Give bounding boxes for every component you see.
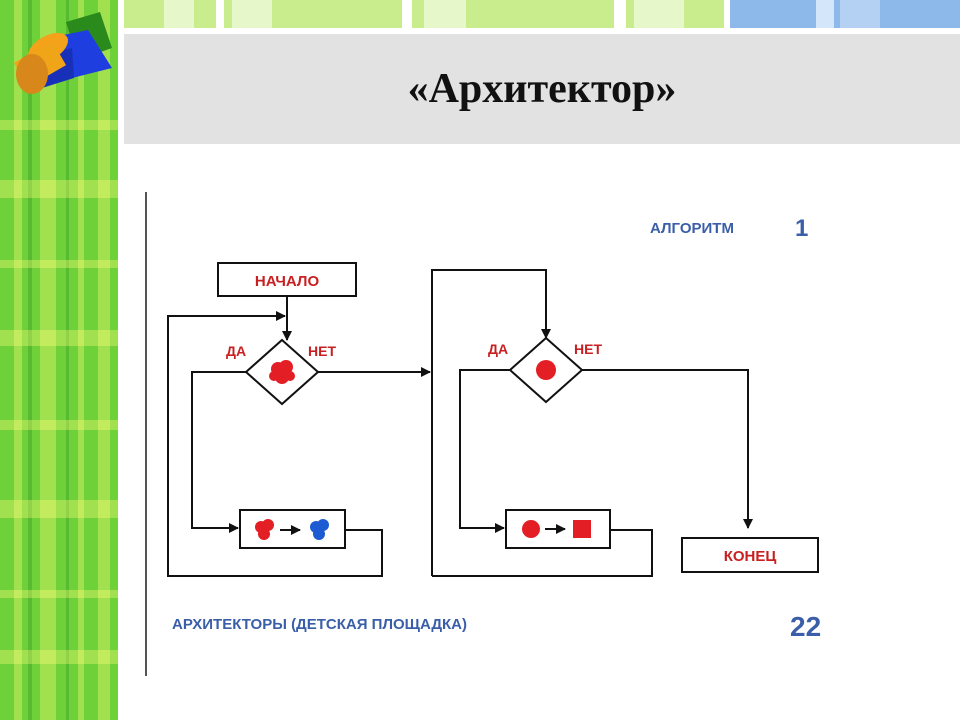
square-shape-red-icon: [573, 520, 591, 538]
decision-2-yes-arrow: [459, 369, 510, 533]
circle-shape-red-icon: [536, 360, 556, 380]
decision-2-no-arrow: [582, 369, 753, 529]
end-block: [681, 537, 819, 573]
start-block: [217, 262, 357, 297]
decision-1-yes-label: ДА: [226, 343, 246, 359]
decision-2-entry-arrow: [431, 269, 551, 576]
blob-shape-red-icon: [255, 519, 274, 540]
decision-2-yes-label: ДА: [488, 341, 508, 357]
shapes-logo-icon: [13, 12, 112, 94]
diagram-caption: АРХИТЕКТОРЫ (ДЕТСКАЯ ПЛОЩАДКА): [172, 616, 467, 633]
loop-1-arrow: [167, 311, 383, 577]
algorithm-flowchart: АЛГОРИТМ 1 НАЧАЛО ДА НЕТ ДА НЕТ: [145, 192, 821, 676]
start-label: НАЧАЛО: [255, 273, 320, 290]
decision-1-yes-arrow: [191, 371, 246, 533]
blob-shape-red-icon: [269, 360, 295, 384]
top-decorative-stripe: [124, 0, 960, 28]
decision-1-no-label: НЕТ: [308, 343, 336, 359]
blob-shape-blue-icon: [310, 519, 329, 540]
end-label: КОНЕЦ: [724, 548, 777, 565]
decision-2-no-label: НЕТ: [574, 341, 602, 357]
circle-shape-red-icon: [522, 520, 540, 538]
page-number: 22: [790, 611, 821, 642]
algorithm-number: 1: [795, 215, 808, 242]
page-title: «Архитектор»: [407, 66, 677, 112]
algorithm-label: АЛГОРИТМ: [650, 220, 734, 237]
loop-2-arrow: [432, 529, 653, 577]
left-decorative-sidebar: [0, 0, 118, 720]
title-bar: «Архитектор»: [124, 34, 960, 144]
